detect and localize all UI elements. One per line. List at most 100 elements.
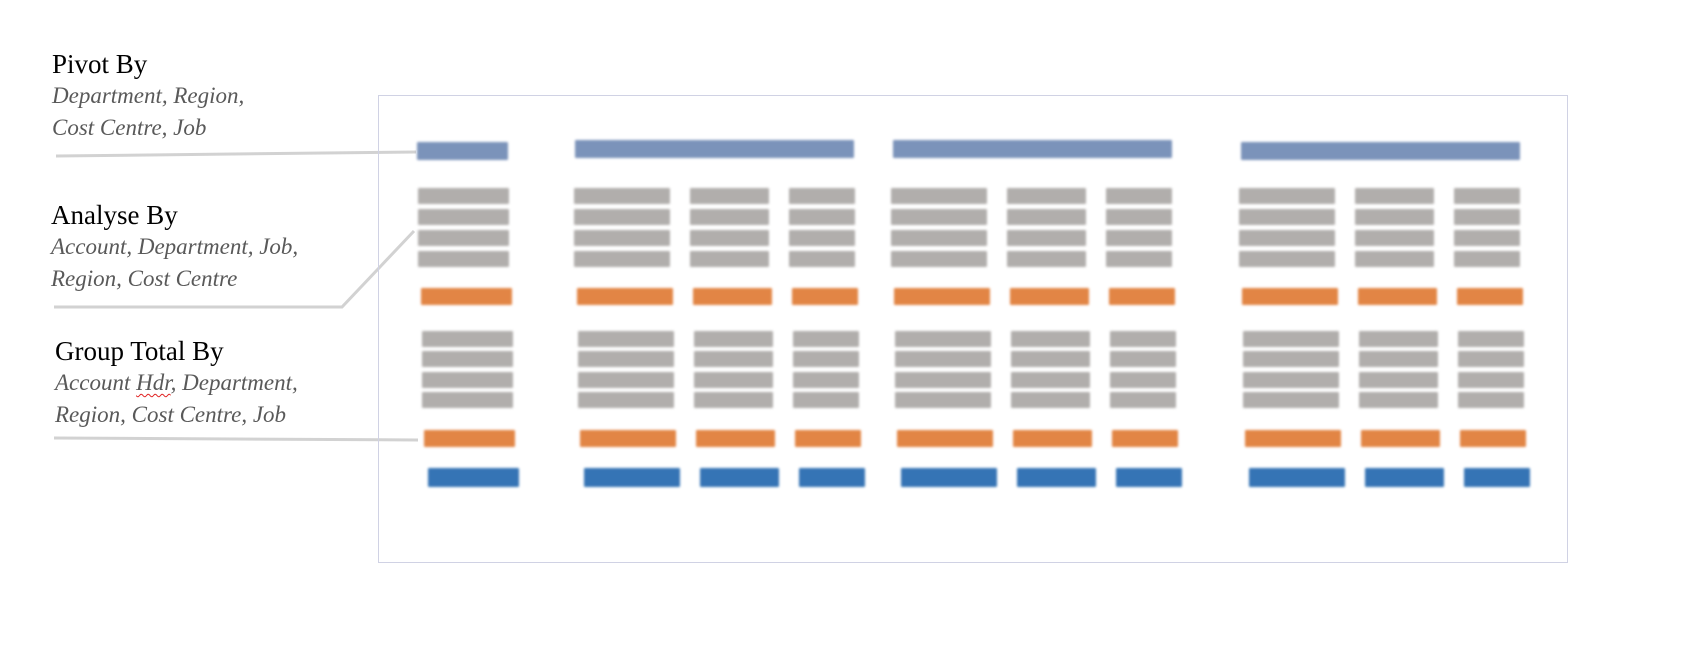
detail-row-bar (1454, 188, 1520, 204)
detail-row-bar (1454, 251, 1520, 267)
spellcheck-flagged-word: Hdr (136, 370, 171, 395)
detail-row-bar (891, 230, 987, 246)
detail-row-bar (891, 251, 987, 267)
detail-row-bar (1239, 188, 1335, 204)
detail-row-bar (789, 230, 855, 246)
detail-row-bar (1007, 230, 1086, 246)
group-total-bar (1457, 288, 1523, 305)
group-total-bar (894, 288, 990, 305)
detail-row-bar (574, 209, 670, 225)
grand-total-bar (1365, 468, 1444, 487)
detail-row-bar (1355, 209, 1434, 225)
detail-row-bar (1454, 230, 1520, 246)
group-total-bar (1013, 430, 1092, 447)
grand-total-bar (1116, 468, 1182, 487)
analyse-by-title: Analyse By (51, 200, 178, 230)
group-total-by-title: Group Total By (55, 336, 224, 366)
detail-row-bar (694, 372, 773, 388)
detail-row-bar (789, 251, 855, 267)
detail-row-bar (1011, 392, 1090, 408)
detail-row-bar (1106, 209, 1172, 225)
detail-row-bar (694, 331, 773, 347)
pivot-by-annotation: Pivot By Department, Region, Cost Centre… (52, 48, 244, 144)
detail-row-bar (1243, 331, 1339, 347)
detail-row-bar (895, 372, 991, 388)
detail-row-bar (578, 351, 674, 367)
analyse-by-fields-line-1: Account, Department, Job, (51, 234, 299, 259)
analyse-by-fields-line-2: Region, Cost Centre (51, 266, 238, 291)
grand-total-bar (901, 468, 997, 487)
analyse-connector-line (54, 229, 416, 309)
detail-row-bar (1110, 372, 1176, 388)
detail-row-bar (789, 209, 855, 225)
detail-row-bar (895, 351, 991, 367)
detail-row-bar (418, 188, 509, 204)
detail-row-bar (690, 209, 769, 225)
detail-row-bar (1106, 230, 1172, 246)
grand-total-bar (1464, 468, 1530, 487)
detail-row-bar (1007, 251, 1086, 267)
grand-total-bar (1017, 468, 1096, 487)
pivot-connector-line (55, 150, 417, 158)
group-total-bar (1460, 430, 1526, 447)
group-total-bar (1361, 430, 1440, 447)
detail-row-bar (1243, 351, 1339, 367)
group-total-by-fields-line-2: Region, Cost Centre, Job (55, 402, 287, 427)
detail-row-bar (1007, 209, 1086, 225)
group-total-bar (1010, 288, 1089, 305)
detail-row-bar (1106, 251, 1172, 267)
pivot-by-fields-line-2: Cost Centre, Job (52, 115, 207, 140)
detail-row-bar (1110, 331, 1176, 347)
detail-row-bar (895, 392, 991, 408)
detail-row-bar (1110, 351, 1176, 367)
group-total-bar (424, 430, 515, 447)
grand-total-bar (428, 468, 519, 487)
detail-row-bar (422, 372, 513, 388)
detail-row-bar (1239, 251, 1335, 267)
detail-row-bar (1007, 188, 1086, 204)
detail-row-bar (418, 251, 509, 267)
group-total-bar (897, 430, 993, 447)
analyse-by-annotation: Analyse By Account, Department, Job, Reg… (51, 199, 298, 295)
detail-row-bar (1239, 209, 1335, 225)
group-total-bar (795, 430, 861, 447)
detail-row-bar (793, 392, 859, 408)
grand-total-bar (584, 468, 680, 487)
group-total-bar (1112, 430, 1178, 447)
detail-row-bar (895, 331, 991, 347)
detail-row-bar (574, 188, 670, 204)
group-total-connector-line (53, 436, 419, 442)
detail-row-bar (1243, 372, 1339, 388)
detail-row-bar (1359, 331, 1438, 347)
group-total-line-1-suffix: , Department, (170, 370, 298, 395)
detail-row-bar (422, 351, 513, 367)
detail-row-bar (422, 331, 513, 347)
detail-row-bar (789, 188, 855, 204)
grand-total-bar (700, 468, 779, 487)
detail-row-bar (1458, 392, 1524, 408)
pivot-header-bar (1241, 142, 1520, 160)
detail-row-bar (793, 331, 859, 347)
detail-row-bar (1355, 188, 1434, 204)
group-total-bar (421, 288, 512, 305)
group-total-bar (580, 430, 676, 447)
detail-row-bar (1011, 331, 1090, 347)
detail-row-bar (891, 188, 987, 204)
pivot-header-bar (575, 140, 854, 158)
detail-row-bar (1239, 230, 1335, 246)
pivot-header-bar (417, 142, 508, 160)
group-total-bar (1109, 288, 1175, 305)
pivot-by-fields-line-1: Department, Region, (52, 83, 245, 108)
detail-row-bar (1110, 392, 1176, 408)
detail-row-bar (694, 351, 773, 367)
detail-row-bar (690, 230, 769, 246)
pivot-header-bar (893, 140, 1172, 158)
detail-row-bar (574, 230, 670, 246)
detail-row-bar (578, 392, 674, 408)
detail-row-bar (578, 372, 674, 388)
detail-row-bar (690, 251, 769, 267)
detail-row-bar (1359, 351, 1438, 367)
group-total-bar (1245, 430, 1341, 447)
group-total-line-1-prefix: Account (55, 370, 137, 395)
detail-row-bar (1458, 372, 1524, 388)
